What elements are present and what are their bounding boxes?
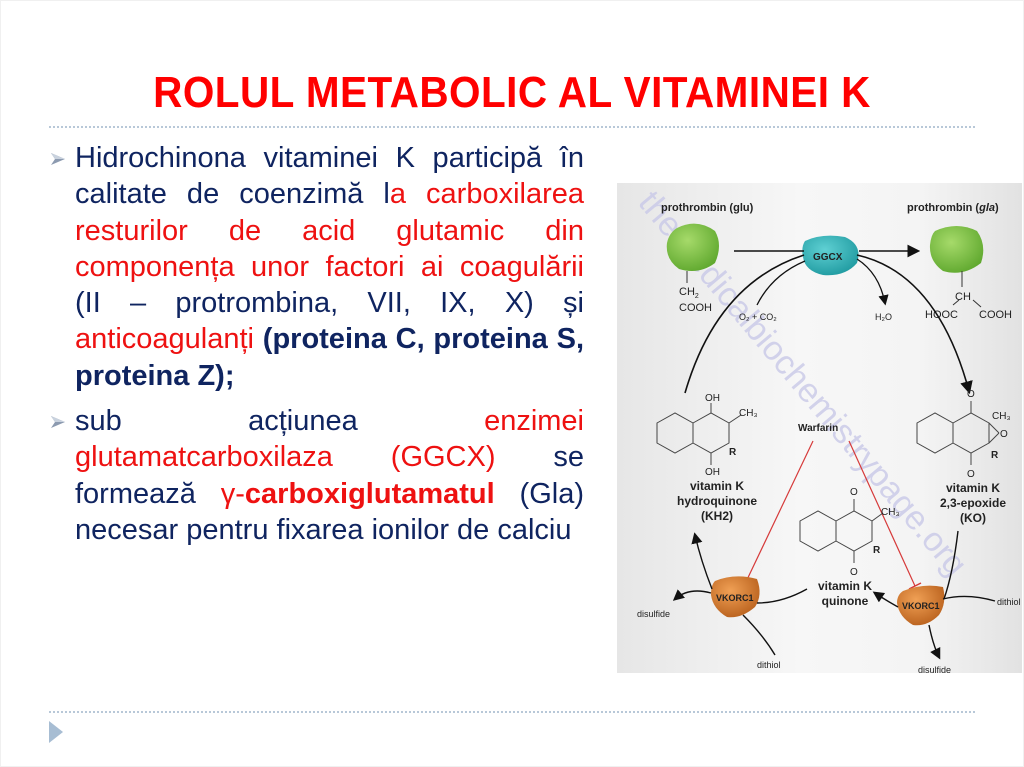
r-label: R — [991, 450, 999, 461]
h2o-label: H₂O — [875, 312, 892, 322]
vkorc1-left-shape — [711, 576, 760, 618]
footer-divider — [49, 711, 975, 713]
vitamin-k-cycle-diagram: themedicalbiochemistrypage.org prothromb… — [617, 183, 1022, 673]
title-divider — [49, 126, 975, 128]
ch2-label: CH2 — [679, 286, 699, 300]
hydroquinone-label: hydroquinone — [677, 494, 757, 508]
vkorc1-right-shape — [897, 585, 945, 626]
gla-cooh-label: COOH — [979, 309, 1012, 321]
prothrombin-glu-label: prothrombin (glu) — [661, 202, 754, 214]
highlight-text: anticoagulanți — [75, 323, 254, 356]
text-segment: (Gla) necesar pentru fixarea ionilor de … — [75, 477, 584, 546]
bullet-item-1: Hidrochinona vitaminei K participă în ca… — [50, 140, 584, 394]
o-label: O — [967, 469, 975, 480]
o-label: O — [967, 389, 975, 400]
text-segment: sub acțiunea — [75, 405, 485, 438]
ch3-label: CH₃ — [881, 507, 900, 518]
text-segment: se formează — [75, 441, 584, 510]
diagram-canvas: themedicalbiochemistrypage.org prothromb… — [631, 184, 1021, 673]
slide-title: ROLUL METABOLIC AL VITAMINEI K — [153, 68, 871, 117]
r-label: R — [873, 545, 881, 556]
disulfide-label: disulfide — [637, 609, 670, 619]
arrow-bullet-icon — [51, 153, 65, 165]
hydroquinone-label: (KH2) — [701, 509, 733, 523]
hydroquinone-structure — [656, 403, 742, 465]
text-segment: (II – protrombina, VII, IX, X) și — [75, 287, 584, 320]
prothrombin-glu-shape — [666, 223, 719, 271]
hooc-label: HOOC — [925, 309, 958, 321]
oh-label: OH — [705, 393, 720, 404]
o2-co2-label: O₂ + CO₂ — [739, 312, 777, 322]
prothrombin-gla-label: prothrombin (gla) — [907, 202, 999, 214]
epoxide-label: (KO) — [960, 511, 986, 525]
text-segment — [254, 323, 263, 355]
epoxide-structure — [916, 401, 1000, 465]
body-text: Hidrochinona vitaminei K participă în ca… — [50, 140, 584, 557]
hydroquinone-label: vitamin K — [690, 479, 744, 493]
r-label: R — [729, 447, 737, 458]
ggcx-enzyme-shape — [802, 235, 859, 276]
ch3-label: CH₃ — [739, 408, 758, 419]
ggcx-label: GGCX — [813, 252, 843, 263]
warfarin-label: Warfarin — [798, 423, 838, 434]
o-label: O — [850, 487, 858, 498]
highlight-text: γ- — [220, 477, 245, 510]
dithiol-label: dithiol — [757, 660, 781, 670]
highlight-text: enzimei glutamatcarboxilaza (GGCX) — [75, 405, 584, 474]
ch3-label: CH₃ — [992, 411, 1011, 422]
bullet-item-2: sub acțiunea enzimei glutamatcarboxilaza… — [50, 403, 584, 548]
bold-highlight-text: carboxiglutamatul — [244, 477, 495, 510]
quinone-structure — [799, 499, 884, 563]
vkorc1-right-label: VKORC1 — [902, 601, 940, 611]
quinone-label: vitamin K — [818, 579, 872, 593]
vkorc1-left-label: VKORC1 — [716, 593, 754, 603]
text-segment: Hidrochinona vitaminei K participă în ca… — [75, 142, 584, 211]
epoxide-label: vitamin K — [946, 481, 1000, 495]
cooh-label: COOH — [679, 302, 712, 314]
arrow-bullet-icon — [51, 416, 65, 429]
footer-arrow-icon — [49, 721, 63, 743]
epoxide-label: 2,3-epoxide — [940, 496, 1006, 510]
highlight-text: a carboxilarea resturilor de acid glutam… — [75, 178, 585, 283]
o-label: O — [1000, 429, 1008, 440]
disulfide-label: disulfide — [918, 665, 951, 673]
quinone-label: quinone — [822, 594, 869, 608]
bold-text: (proteina C, proteina S, proteina Z); — [75, 323, 585, 392]
dithiol-label: dithiol — [997, 597, 1021, 607]
oh-label: OH — [705, 467, 720, 478]
warfarin-inhibition-left — [743, 440, 814, 587]
prothrombin-gla-shape — [929, 226, 984, 273]
o-label: O — [850, 567, 858, 578]
